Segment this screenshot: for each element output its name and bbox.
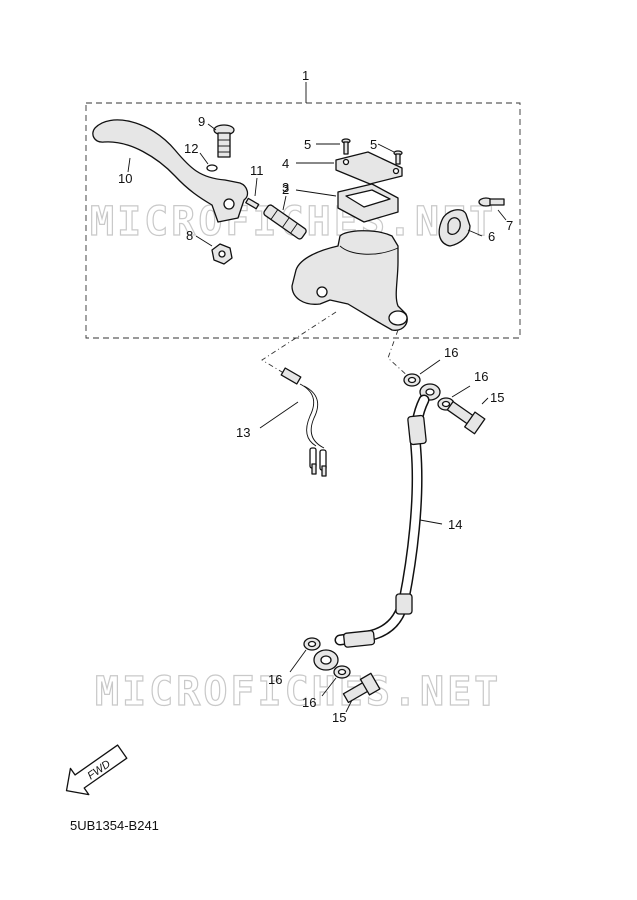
cap-screw-right[interactable] <box>393 150 403 165</box>
clamp-bolt[interactable] <box>478 197 505 207</box>
callout-16c: 16 <box>268 672 282 687</box>
leader-2 <box>282 195 287 211</box>
nut-hole <box>218 250 226 258</box>
outlet-port <box>388 310 408 326</box>
cap-screw-left[interactable] <box>341 138 351 155</box>
lever-pivot-hole <box>223 198 235 210</box>
leader-7 <box>497 209 507 221</box>
diaphragm[interactable] <box>337 183 399 223</box>
callout-15a: 15 <box>490 390 504 405</box>
brake-lever[interactable] <box>92 119 249 223</box>
reservoir-rim <box>339 245 399 255</box>
gasket-hole <box>307 640 317 648</box>
callout-5b: 5 <box>370 137 377 152</box>
callout-14: 14 <box>448 517 462 532</box>
push-rod-pin[interactable] <box>245 197 260 210</box>
callout-7: 7 <box>506 218 513 233</box>
handlebar-clamp[interactable] <box>438 209 471 247</box>
callout-1: 1 <box>302 68 309 83</box>
callout-16a: 16 <box>444 345 458 360</box>
leader-6 <box>467 229 483 237</box>
pivot-bolt[interactable] <box>213 124 235 158</box>
callout-12: 12 <box>184 141 198 156</box>
callout-3: 3 <box>282 180 289 195</box>
leader-3 <box>295 189 337 197</box>
hose-grommet <box>395 593 413 615</box>
gasket-hole <box>337 668 347 676</box>
leader-13 <box>259 401 299 429</box>
leader-12 <box>199 152 209 165</box>
callout-6: 6 <box>488 229 495 244</box>
mount-hole <box>316 286 328 298</box>
leader-16c <box>289 649 307 673</box>
leader-16d <box>321 677 337 697</box>
leader-16b <box>451 385 471 398</box>
banjo-lower-hole <box>320 655 332 665</box>
callout-16d: 16 <box>302 695 316 710</box>
leader-15b <box>345 699 353 713</box>
callout-2: 2 <box>282 182 289 197</box>
diagram-code: 5UB1354-B241 <box>70 818 159 833</box>
leader-9 <box>207 123 217 131</box>
callout-8: 8 <box>186 228 193 243</box>
callout-16b: 16 <box>474 369 488 384</box>
fwd-arrow-icon: FWD <box>65 744 128 796</box>
callout-15b: 15 <box>332 710 346 725</box>
leader-8 <box>195 235 213 247</box>
leader-5b <box>377 143 395 153</box>
leader-14 <box>419 519 443 525</box>
hose-fitting-lower <box>343 630 376 648</box>
hose-fitting-upper <box>407 414 427 446</box>
watermark-bottom: MICROFICHES.NET <box>95 669 501 715</box>
gasket-hole <box>407 376 417 384</box>
callout-5a: 5 <box>304 137 311 152</box>
master-cylinder-body[interactable] <box>291 230 408 331</box>
switch-connect-line <box>261 311 337 379</box>
leader-15a <box>481 397 489 405</box>
banjo-upper-hole <box>425 388 435 396</box>
union-bolt-lower[interactable] <box>341 672 381 706</box>
union-bolt-upper[interactable] <box>445 398 486 435</box>
leader-11 <box>254 177 258 197</box>
piston-kit[interactable] <box>263 204 308 240</box>
callout-9: 9 <box>198 114 205 129</box>
assembly-boundary <box>85 102 521 339</box>
callout-10: 10 <box>118 171 132 186</box>
leader-16a <box>419 359 441 375</box>
leader-10 <box>127 157 131 173</box>
callout-13: 13 <box>236 425 250 440</box>
callout-11: 11 <box>250 163 264 178</box>
hose-connect-line <box>387 329 411 379</box>
callout-4: 4 <box>282 156 289 171</box>
lever-clip[interactable] <box>206 164 218 172</box>
gasket-hole <box>441 400 451 408</box>
brake-light-switch[interactable] <box>280 367 327 477</box>
reservoir-cap[interactable] <box>335 151 403 185</box>
